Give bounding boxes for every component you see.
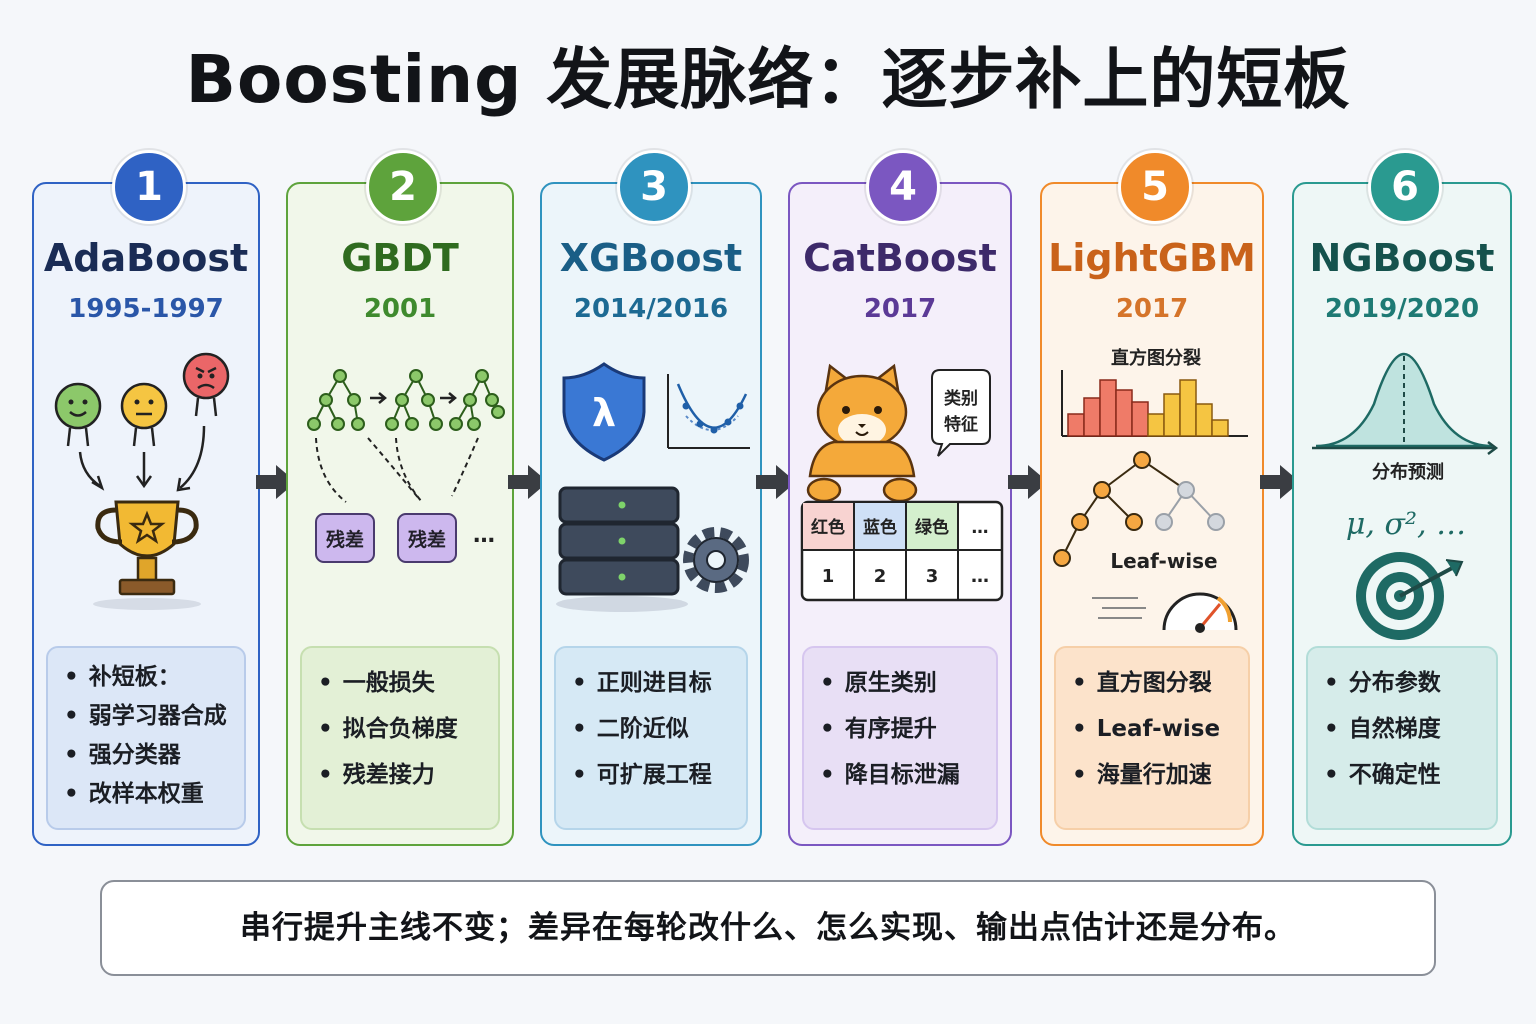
feature-list: 补短板： 弱学习器合成 强分类器 改样本权重	[46, 646, 246, 830]
algorithm-name: AdaBoost	[43, 236, 249, 280]
speech-bubble: 类别 特征	[931, 369, 991, 457]
table-cell: 2	[874, 566, 887, 587]
feature-list: 一般损失 拟合负梯度 残差接力	[300, 646, 500, 830]
gbdt-illustration: 残差 残差 …	[307, 369, 505, 563]
bubble-line-2: 特征	[944, 414, 978, 435]
algorithm-name: XGBoost	[559, 236, 743, 280]
feature-item: 补短板：	[64, 658, 244, 697]
feature-list: 直方图分裂 Leaf-wise 海量行加速	[1054, 646, 1250, 830]
weak-learner-red-icon	[182, 352, 230, 417]
ellipsis-label: …	[473, 523, 495, 548]
trophy-icon	[93, 500, 201, 610]
residual-label: 残差	[408, 528, 446, 551]
step-badge-5: 5	[1118, 150, 1192, 224]
feature-item: 直方图分裂	[1072, 660, 1248, 706]
table-cell: 3	[926, 566, 939, 587]
card-ngboost: 6 NGBoost 2019/2020 分布预测 μ, σ², … 分布参数 自…	[1292, 150, 1512, 846]
feature-item: 降目标泄漏	[820, 752, 996, 798]
feature-item: 不确定性	[1324, 752, 1496, 798]
arrow-right-icon	[1260, 465, 1300, 499]
feature-item: 原生类别	[820, 660, 996, 706]
table-cell: …	[971, 566, 989, 587]
feature-item: 一般损失	[318, 660, 498, 706]
feature-list: 原生类别 有序提升 降目标泄漏	[802, 646, 998, 830]
distribution-curve-icon	[1312, 352, 1499, 455]
algorithm-year: 2017	[1115, 294, 1189, 324]
algorithm-name: CatBoost	[803, 236, 997, 280]
lightgbm-illustration: 直方图分裂 Leaf-wise	[1053, 347, 1248, 633]
histogram-icon	[1061, 370, 1248, 437]
parameters-label: μ, σ², …	[1346, 507, 1466, 542]
arrow-right-icon	[508, 465, 548, 499]
xgboost-illustration: λ	[556, 362, 750, 612]
card-gbdt: 2 GBDT 2001 残差 残差 … 一般损失 拟合负梯度 残差接力	[286, 150, 514, 846]
bubble-line-1: 类别	[944, 388, 978, 409]
card-lightgbm: 5 LightGBM 2017 直方图分裂 Leaf-wise	[1040, 150, 1264, 846]
catboost-illustration: 类别 特征 红色 蓝色 绿色 … 1 2 3 …	[800, 363, 1004, 602]
step-badge-2: 2	[366, 150, 440, 224]
target-icon	[1356, 552, 1464, 640]
summary-footer: 串行提升主线不变；差异在每轮改什么、怎么实现、输出点估计还是分布。	[100, 880, 1436, 976]
decision-tree-icon	[307, 369, 365, 431]
step-badge-3: 3	[617, 150, 691, 224]
algorithm-name: NGBoost	[1309, 236, 1495, 280]
ngboost-illustration: 分布预测 μ, σ², …	[1312, 352, 1499, 640]
speed-gauge-icon	[1092, 592, 1238, 633]
weak-learner-yellow-icon	[120, 382, 168, 447]
arrow-right-icon	[756, 465, 796, 499]
decision-tree-icon	[449, 369, 505, 431]
step-badge-4: 4	[866, 150, 940, 224]
weak-learner-green-icon	[54, 382, 102, 447]
card-xgboost: 3 XGBoost 2014/2016 λ 正则进目标 二阶近似	[540, 150, 762, 846]
feature-item: 正则进目标	[572, 660, 746, 706]
feature-item: 二阶近似	[572, 706, 746, 752]
algorithm-name: GBDT	[341, 236, 459, 280]
feature-item: 海量行加速	[1072, 752, 1248, 798]
histogram-label: 直方图分裂	[1111, 347, 1201, 369]
distribution-label: 分布预测	[1372, 461, 1444, 483]
algorithm-year: 2014/2016	[573, 294, 729, 324]
leaf-wise-tree-icon	[1053, 451, 1225, 567]
lambda-label: λ	[592, 391, 616, 435]
arrow-right-icon	[1008, 465, 1048, 499]
cat-icon	[806, 363, 918, 503]
algorithm-year: 1995-1997	[68, 294, 224, 324]
regularization-shield-icon: λ	[562, 362, 646, 462]
algorithm-year: 2001	[363, 294, 437, 324]
table-header: 绿色	[915, 517, 949, 538]
feature-list: 分布参数 自然梯度 不确定性	[1306, 646, 1498, 830]
gear-icon	[683, 527, 749, 593]
table-header: 蓝色	[863, 517, 897, 538]
decision-tree-icon	[385, 369, 443, 431]
card-adaboost: 1 AdaBoost 1995-1997	[32, 150, 260, 846]
feature-item: Leaf-wise	[1072, 706, 1248, 752]
feature-list: 正则进目标 二阶近似 可扩展工程	[554, 646, 748, 830]
feature-item: 自然梯度	[1324, 706, 1496, 752]
feature-item: 有序提升	[820, 706, 996, 752]
algorithm-year: 2019/2020	[1324, 294, 1480, 324]
second-order-curve-icon	[667, 374, 750, 449]
category-table: 红色 蓝色 绿色 … 1 2 3 …	[800, 500, 1004, 602]
step-badge-1: 1	[112, 150, 186, 224]
table-cell: 1	[822, 566, 835, 587]
adaboost-illustration	[54, 352, 230, 610]
leaf-wise-label: Leaf-wise	[1110, 549, 1217, 573]
algorithm-year: 2017	[863, 294, 937, 324]
feature-item: 改样本权重	[64, 775, 244, 814]
feature-item: 分布参数	[1324, 660, 1496, 706]
feature-item: 强分类器	[64, 736, 244, 775]
step-badge-6: 6	[1368, 150, 1442, 224]
table-header: 红色	[811, 517, 845, 538]
feature-item: 拟合负梯度	[318, 706, 498, 752]
feature-item: 残差接力	[318, 752, 498, 798]
card-catboost: 4 CatBoost 2017 类别 特征	[788, 150, 1012, 846]
feature-item: 可扩展工程	[572, 752, 746, 798]
table-header: …	[972, 518, 989, 538]
residual-label: 残差	[326, 528, 364, 551]
page-title: Boosting 发展脉络：逐步补上的短板	[185, 41, 1351, 118]
feature-item: 弱学习器合成	[64, 697, 244, 736]
algorithm-name: LightGBM	[1048, 236, 1256, 280]
server-icon	[556, 486, 688, 612]
